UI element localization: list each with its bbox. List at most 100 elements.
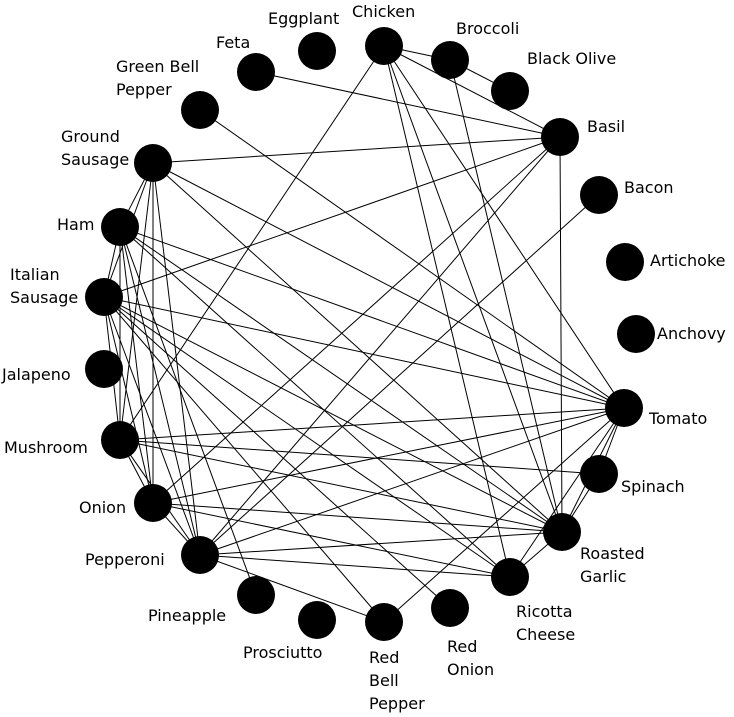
edge-onion-tomato bbox=[152, 407, 625, 504]
edge-italian-sausage-red-bell-pepper bbox=[103, 296, 385, 623]
node-label-line: Eggplant bbox=[268, 9, 339, 28]
node-label-line: Green Bell bbox=[116, 57, 199, 76]
node-label-line: Black Olive bbox=[527, 49, 616, 68]
node-label-line: Spinach bbox=[621, 477, 685, 496]
node-circle-feta bbox=[237, 53, 275, 91]
node-feta: Feta bbox=[216, 33, 275, 91]
edge-pepperoni-basil bbox=[199, 136, 561, 556]
edge-bacon-pepperoni bbox=[199, 194, 600, 556]
edge-broccoli-roasted-garlic bbox=[449, 59, 563, 533]
edge-chicken-mushroom bbox=[119, 45, 385, 441]
node-label-line: Italian bbox=[10, 265, 60, 284]
edge-mushroom-tomato bbox=[119, 407, 625, 441]
edge-green-bell-pepper-tomato bbox=[199, 109, 625, 409]
node-label-line: Mushroom bbox=[4, 438, 88, 457]
node-label-anchovy: Anchovy bbox=[657, 324, 726, 343]
edge-ground-sausage-roasted-garlic bbox=[152, 162, 563, 533]
node-label-line: Ground bbox=[61, 127, 120, 146]
node-pepperoni: Pepperoni bbox=[85, 536, 219, 574]
node-label-line: Jalapeno bbox=[1, 365, 71, 384]
node-chicken: Chicken bbox=[352, 2, 415, 65]
edge-chicken-tomato bbox=[383, 45, 625, 409]
edge-chicken-basil bbox=[383, 45, 561, 138]
edge-tomato-red-bell-pepper bbox=[383, 407, 625, 623]
node-label-feta: Feta bbox=[216, 33, 250, 52]
node-circle-pepperoni bbox=[181, 536, 219, 574]
node-label-line: Pepper bbox=[369, 694, 425, 713]
node-label-line: Prosciutto bbox=[243, 643, 322, 662]
edge-basil-feta bbox=[255, 71, 561, 138]
node-label-line: Sausage bbox=[10, 288, 78, 307]
node-circle-pineapple bbox=[237, 576, 275, 614]
node-label-line: Pepperoni bbox=[85, 550, 165, 569]
node-circle-ham bbox=[101, 208, 139, 246]
node-circle-bacon bbox=[580, 176, 618, 214]
edge-italian-sausage-pepperoni bbox=[103, 296, 201, 556]
edge-italian-sausage-tomato bbox=[103, 296, 625, 409]
node-circle-eggplant bbox=[298, 32, 336, 70]
node-label-broccoli: Broccoli bbox=[456, 19, 519, 38]
node-prosciutto: Prosciutto bbox=[243, 601, 336, 662]
edge-layer bbox=[103, 45, 625, 623]
node-label-chicken: Chicken bbox=[352, 2, 415, 21]
node-onion: Onion bbox=[79, 484, 172, 522]
edge-italian-sausage-onion bbox=[103, 296, 154, 504]
node-circle-roasted-garlic bbox=[543, 513, 581, 551]
edge-italian-sausage-roasted-garlic bbox=[103, 296, 563, 533]
node-label-tomato: Tomato bbox=[648, 409, 707, 428]
node-label-bacon: Bacon bbox=[624, 178, 674, 197]
edge-pepperoni-roasted-garlic bbox=[199, 531, 563, 556]
node-circle-basil bbox=[541, 118, 579, 156]
edge-pepperoni-tomato bbox=[199, 407, 625, 556]
edge-ham-pineapple bbox=[119, 226, 257, 596]
node-label-line: Onion bbox=[79, 498, 126, 517]
edge-tomato-ricotta-cheese bbox=[509, 407, 625, 578]
node-circle-red-onion bbox=[431, 589, 469, 627]
node-broccoli: Broccoli bbox=[431, 19, 519, 79]
node-circle-anchovy bbox=[617, 315, 655, 353]
node-pineapple: Pineapple bbox=[148, 576, 275, 625]
edge-ground-sausage-mushroom bbox=[119, 162, 154, 441]
node-label-line: Cheese bbox=[516, 625, 575, 644]
edge-ham-tomato bbox=[119, 226, 625, 409]
node-ham: Ham bbox=[57, 208, 139, 246]
node-label-line: Bacon bbox=[624, 178, 674, 197]
node-label-black-olive: Black Olive bbox=[527, 49, 616, 68]
node-label-line: Artichoke bbox=[650, 251, 726, 270]
node-label-basil: Basil bbox=[587, 117, 625, 136]
node-spinach: Spinach bbox=[580, 455, 685, 496]
node-label-jalapeno: Jalapeno bbox=[1, 365, 71, 384]
node-label-line: Chicken bbox=[352, 2, 415, 21]
node-label-line: Red bbox=[447, 637, 477, 656]
edge-onion-ricotta-cheese bbox=[152, 502, 511, 578]
node-label-artichoke: Artichoke bbox=[650, 251, 726, 270]
node-label-line: Ham bbox=[57, 215, 94, 234]
node-circle-mushroom bbox=[101, 421, 139, 459]
edge-chicken-ricotta-cheese bbox=[383, 45, 511, 578]
node-eggplant: Eggplant bbox=[268, 9, 339, 70]
node-label-spinach: Spinach bbox=[621, 477, 685, 496]
node-label-onion: Onion bbox=[79, 498, 126, 517]
edge-basil-italian-sausage bbox=[103, 136, 561, 298]
node-black-olive: Black Olive bbox=[491, 49, 616, 110]
edge-basil-roasted-garlic bbox=[559, 136, 563, 533]
node-label-pineapple: Pineapple bbox=[148, 606, 226, 625]
node-circle-green-bell-pepper bbox=[181, 91, 219, 129]
node-label-line: Tomato bbox=[648, 409, 707, 428]
node-label-line: Roasted bbox=[580, 544, 645, 563]
node-jalapeno: Jalapeno bbox=[1, 350, 123, 388]
node-artichoke: Artichoke bbox=[606, 243, 726, 281]
node-label-line: Anchovy bbox=[657, 324, 726, 343]
node-label-line: Ricotta bbox=[516, 602, 573, 621]
